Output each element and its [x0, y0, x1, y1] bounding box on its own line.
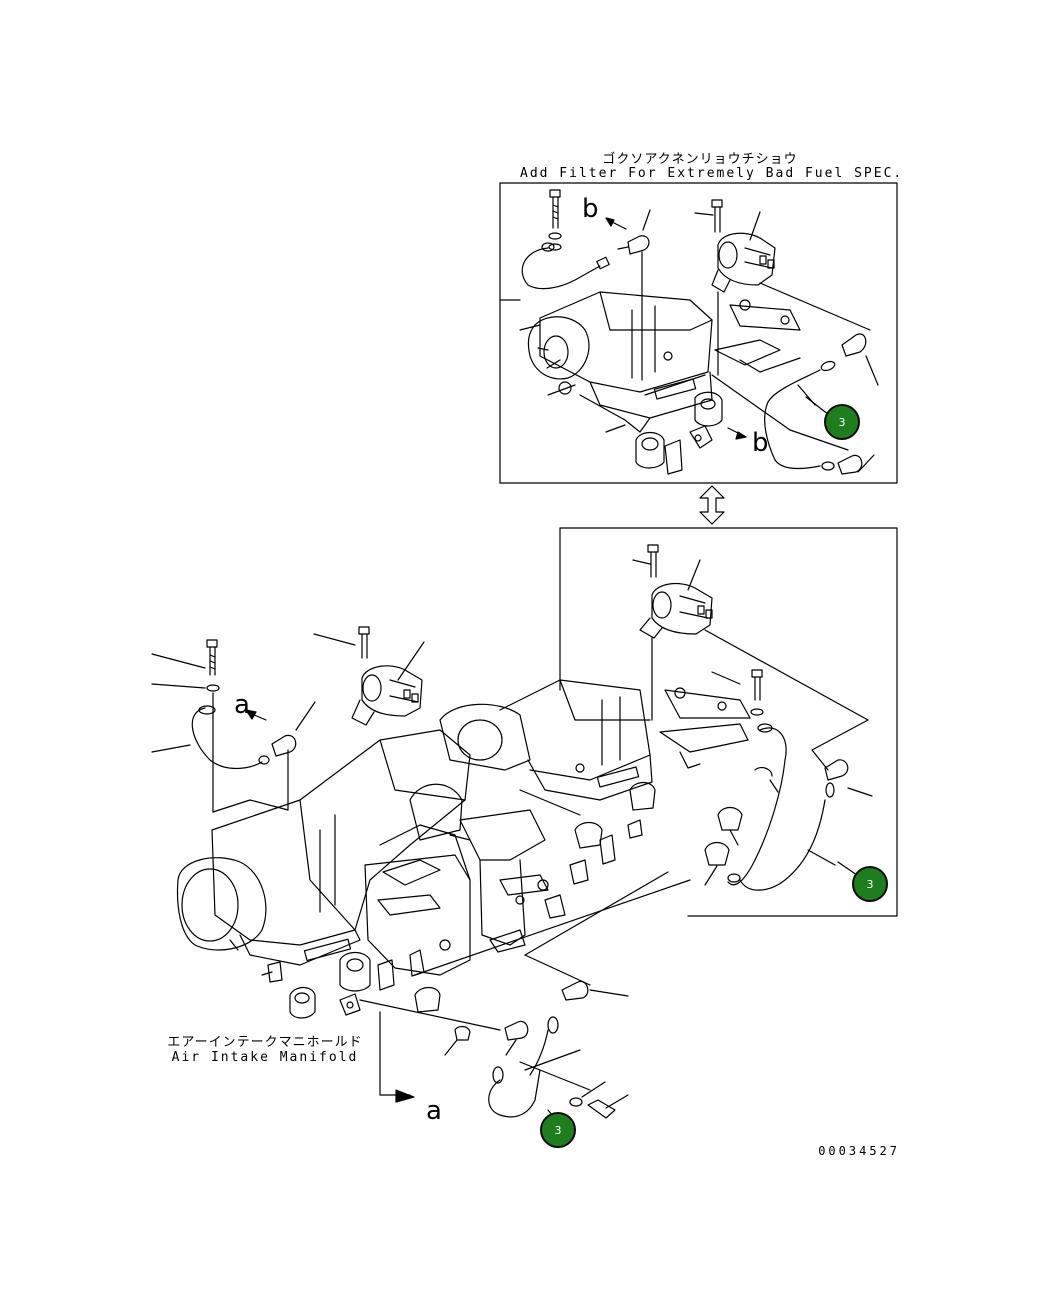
view-ref-a-lower: a	[426, 1096, 442, 1126]
relay-icon	[694, 199, 776, 293]
manifold-label-jp: エアーインテークマニホールド	[167, 1035, 363, 1050]
filter-spec-label-en: Add Filter For Extremely Bad Fuel SPEC.	[520, 166, 904, 181]
view-ref-a-top: a	[234, 690, 250, 720]
terminal-cap-icon	[617, 235, 650, 255]
interchangeable-arrow-icon	[699, 485, 725, 525]
part-callout-badge[interactable]: 3	[824, 404, 860, 440]
view-ref-b-top: b	[582, 194, 599, 224]
filter-head-assembly	[499, 291, 801, 475]
part-callout-badge[interactable]: 3	[540, 1112, 576, 1148]
ground-cable-icon	[521, 247, 601, 290]
terminal-cap-icon	[837, 333, 867, 475]
drawing-number: 00034527	[818, 1144, 900, 1158]
manifold-label-en: Air Intake Manifold	[171, 1050, 359, 1065]
top-detail-frame	[499, 182, 898, 484]
bolt-icon	[548, 189, 562, 251]
relay-icon	[639, 559, 713, 639]
part-callout-badge[interactable]: 3	[852, 866, 888, 902]
filter-spec-label-jp: ゴクソアクネンリョウチショウ	[602, 152, 798, 167]
standard-detail-frame	[559, 527, 898, 917]
harness-cable-icon	[764, 360, 836, 471]
air-intake-manifold	[151, 626, 691, 1126]
view-ref-b-lower: b	[752, 428, 769, 458]
standard-detail-view	[559, 527, 898, 917]
